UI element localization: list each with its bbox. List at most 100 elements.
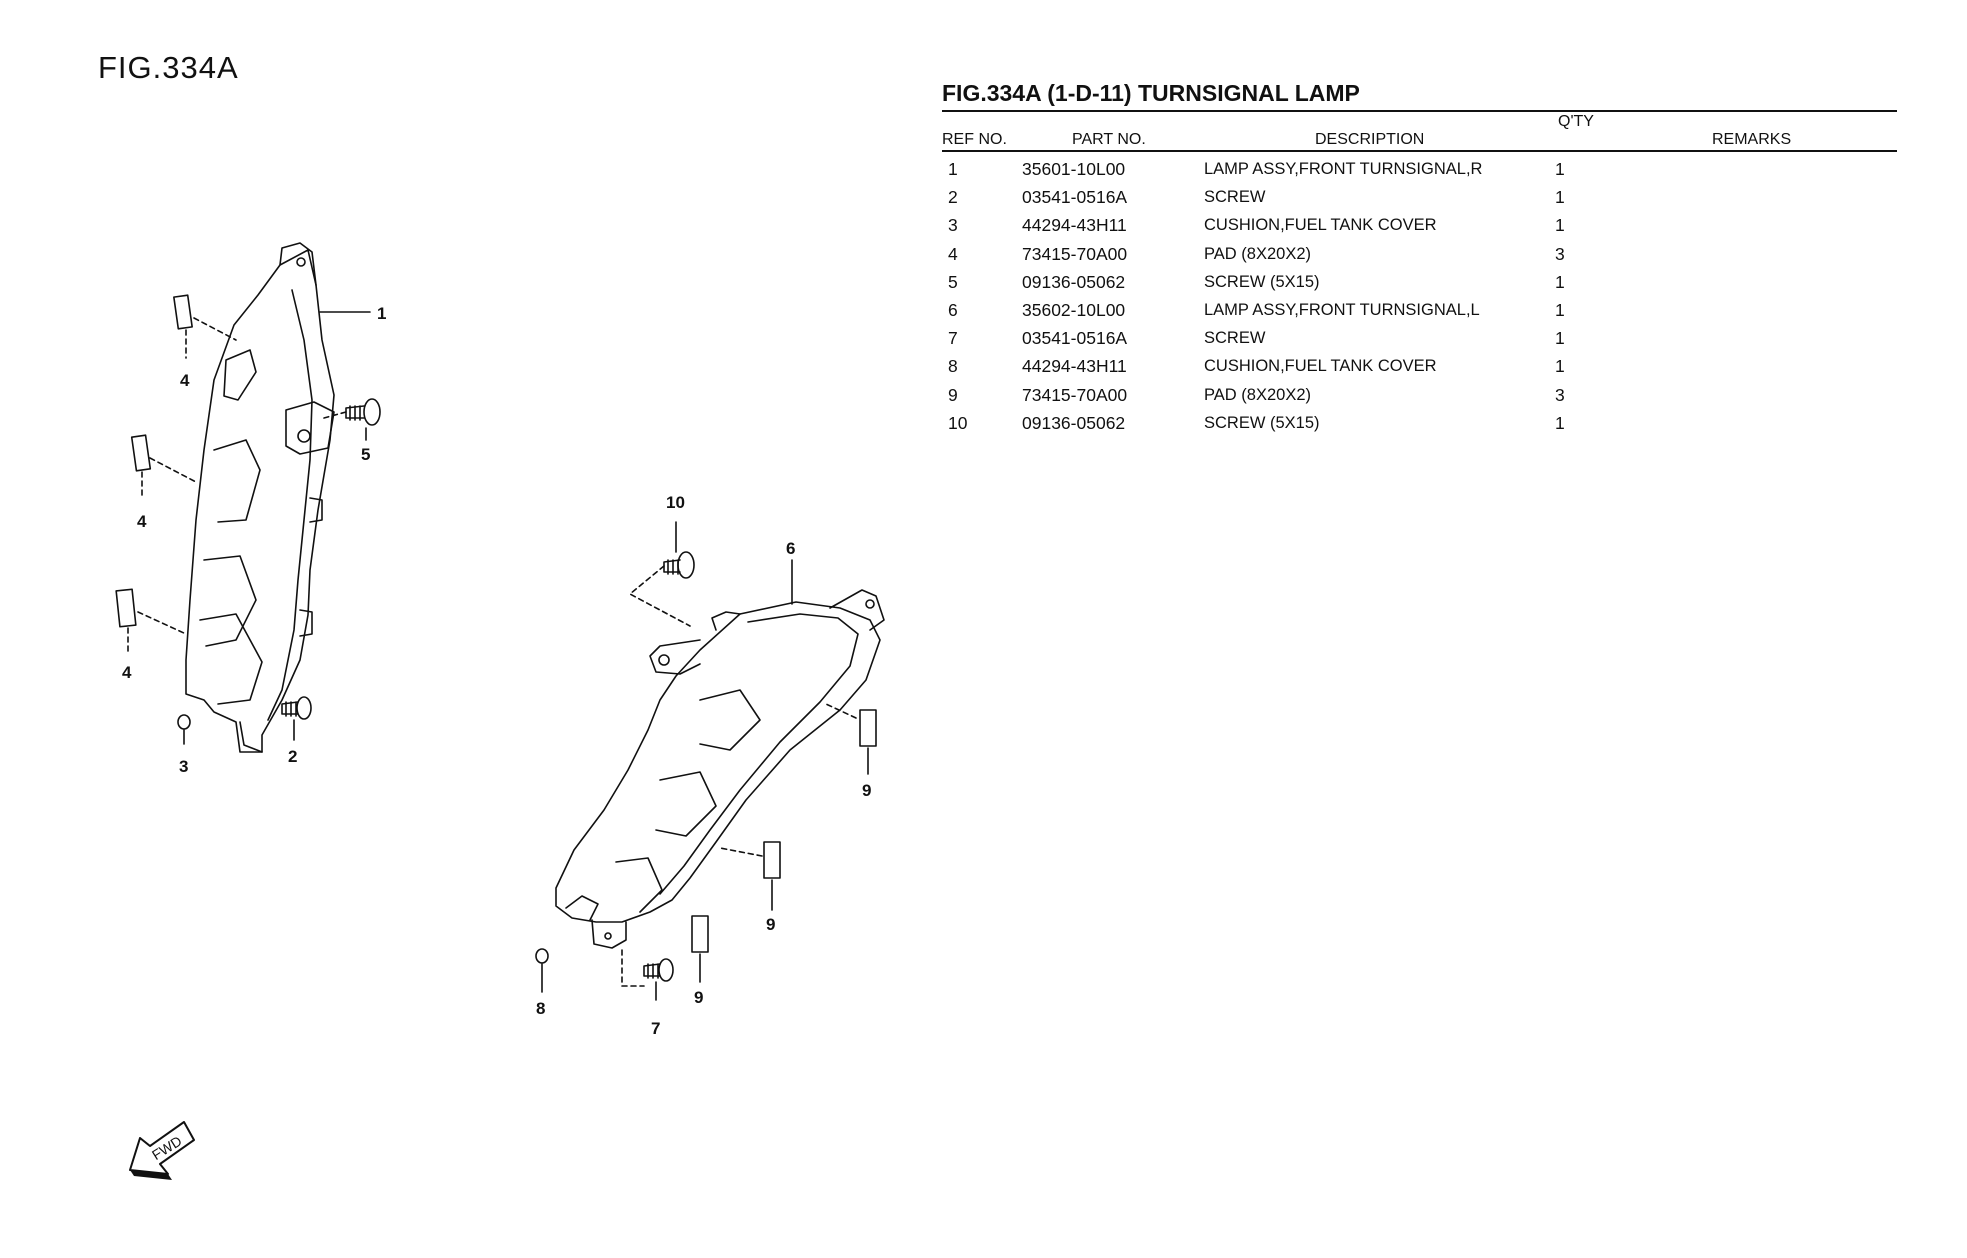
part-cell: 73415-70A00 bbox=[1022, 243, 1128, 264]
ref-cell: 2 bbox=[948, 187, 958, 208]
callout-9b: 9 bbox=[766, 915, 775, 934]
cushion-part-3-drawing bbox=[177, 714, 191, 730]
ref-cell: 7 bbox=[948, 328, 958, 349]
callout-4c: 4 bbox=[122, 663, 132, 682]
lamp-l-bracket-hole bbox=[658, 654, 670, 666]
screw-7-thread bbox=[647, 963, 659, 979]
table-row: 5 09136-05062 SCREW (5X15) 1 bbox=[942, 268, 1897, 296]
lamp-l-bracket-right bbox=[829, 589, 885, 631]
table-row: 1 35601-10L00 LAMP ASSY,FRONT TURNSIGNAL… bbox=[942, 155, 1897, 183]
description-cell: LAMP ASSY,FRONT TURNSIGNAL,L bbox=[1204, 300, 1480, 319]
table-row: 6 35602-10L00 LAMP ASSY,FRONT TURNSIGNAL… bbox=[942, 296, 1897, 324]
description-cell: CUSHION,FUEL TANK COVER bbox=[1204, 357, 1437, 376]
pad-9-b bbox=[763, 841, 781, 879]
screw-5-thread bbox=[349, 405, 361, 421]
figure-label: FIG.334A bbox=[98, 50, 239, 85]
qty-cell: 3 bbox=[1555, 384, 1565, 405]
table-row: 2 03541-0516A SCREW 1 bbox=[942, 183, 1897, 211]
leader-9b-b bbox=[719, 847, 763, 857]
lamp-r-shading-1 bbox=[223, 349, 257, 401]
lamp-r-side-lug bbox=[309, 497, 323, 523]
part-cell: 03541-0516A bbox=[1022, 328, 1128, 349]
pad-9-a bbox=[859, 709, 877, 747]
qty-cell: 1 bbox=[1555, 328, 1565, 349]
table-title: FIG.334A (1-D-11) TURNSIGNAL LAMP bbox=[942, 80, 1360, 106]
table-row: 4 73415-70A00 PAD (8X20X2) 3 bbox=[942, 240, 1897, 268]
lamp-r-mount-tab bbox=[285, 401, 335, 455]
lamp-r-shading-2 bbox=[213, 439, 261, 523]
callout-2: 2 bbox=[288, 747, 297, 766]
callout-7: 7 bbox=[651, 1019, 660, 1038]
callout-6: 6 bbox=[786, 539, 795, 558]
callout-8: 8 bbox=[536, 999, 545, 1018]
ref-cell: 1 bbox=[948, 159, 958, 179]
qty-cell: 1 bbox=[1555, 412, 1565, 433]
pad-4-a bbox=[173, 294, 193, 330]
part-cell: 35602-10L00 bbox=[1022, 299, 1126, 320]
lamp-r-mount-hole bbox=[297, 429, 311, 443]
leader-5-b bbox=[323, 411, 347, 419]
description-cell: PAD (8X20X2) bbox=[1204, 244, 1311, 263]
ref-cell: 5 bbox=[948, 271, 958, 292]
lamp-l-shading-1 bbox=[699, 689, 761, 751]
leader-4a-b bbox=[193, 317, 237, 341]
description-cell: SCREW bbox=[1204, 188, 1266, 207]
callout-3: 3 bbox=[179, 757, 188, 776]
pad-part-4-group bbox=[115, 294, 193, 628]
callout-4b: 4 bbox=[137, 512, 147, 531]
ref-cell: 3 bbox=[948, 215, 958, 236]
lamp-l-lower-tab bbox=[591, 919, 627, 949]
table-row: 9 73415-70A00 PAD (8X20X2) 3 bbox=[942, 381, 1897, 409]
callout-4a: 4 bbox=[180, 371, 190, 390]
part-cell: 35601-10L00 bbox=[1022, 159, 1126, 179]
lamp-r-shading-3 bbox=[203, 555, 257, 647]
screw-10-head bbox=[677, 551, 695, 579]
header-remarks: REMARKS bbox=[1712, 131, 1792, 148]
qty-cell: 1 bbox=[1555, 271, 1565, 292]
description-cell: SCREW bbox=[1204, 329, 1266, 348]
screw-part-10-drawing bbox=[663, 551, 695, 579]
lamp-l-lower-hole bbox=[604, 932, 612, 940]
screw-5-head bbox=[363, 398, 381, 426]
screw-7-shank bbox=[643, 963, 661, 977]
lamp-l-bracket-hole-r bbox=[865, 599, 875, 609]
table-row: 7 03541-0516A SCREW 1 bbox=[942, 324, 1897, 352]
description-cell: PAD (8X20X2) bbox=[1204, 385, 1311, 404]
screw-part-7-drawing bbox=[643, 958, 674, 982]
header-bottom-rule bbox=[942, 150, 1897, 152]
ref-cell: 6 bbox=[948, 299, 958, 320]
lamp-l-shading-2 bbox=[655, 771, 717, 837]
lamp-r-contour bbox=[199, 613, 263, 705]
screw-10-thread bbox=[667, 559, 679, 575]
screw-7-head bbox=[658, 958, 674, 982]
qty-cell: 1 bbox=[1555, 187, 1565, 208]
lamp-r-lower-tab bbox=[239, 721, 263, 753]
right-turnsignal-lamp-drawing bbox=[185, 242, 335, 753]
part-cell: 09136-05062 bbox=[1022, 412, 1126, 433]
lamp-r-side-lug-2 bbox=[299, 609, 313, 637]
left-turnsignal-lamp-drawing bbox=[555, 589, 885, 949]
qty-cell: 1 bbox=[1555, 299, 1565, 320]
part-cell: 44294-43H11 bbox=[1022, 215, 1127, 236]
lamp-l-inner-edge bbox=[659, 613, 859, 895]
lamp-r-bracket-hole bbox=[296, 257, 306, 267]
lamp-l-bracket-left bbox=[649, 639, 701, 675]
screw-2-shank bbox=[281, 701, 299, 715]
pad-part-9-group bbox=[691, 709, 877, 953]
leader-10-b bbox=[629, 565, 691, 627]
description-cell: SCREW (5X15) bbox=[1204, 272, 1320, 291]
screw-part-5-drawing bbox=[345, 398, 381, 426]
cushion-part-8-drawing bbox=[535, 948, 549, 964]
lamp-r-bracket-top bbox=[279, 242, 317, 286]
screw-part-2-drawing bbox=[281, 696, 312, 720]
header-qty: Q'TY bbox=[1558, 113, 1594, 130]
lamp-l-contour bbox=[615, 857, 663, 913]
table-row: 3 44294-43H11 CUSHION,FUEL TANK COVER 1 bbox=[942, 211, 1897, 239]
qty-cell: 1 bbox=[1555, 215, 1565, 236]
description-cell: LAMP ASSY,FRONT TURNSIGNAL,R bbox=[1204, 160, 1483, 178]
screw-2-head bbox=[296, 696, 312, 720]
lamp-l-tip bbox=[565, 895, 599, 921]
header-top-rule bbox=[942, 110, 1897, 112]
part-cell: 09136-05062 bbox=[1022, 271, 1126, 292]
